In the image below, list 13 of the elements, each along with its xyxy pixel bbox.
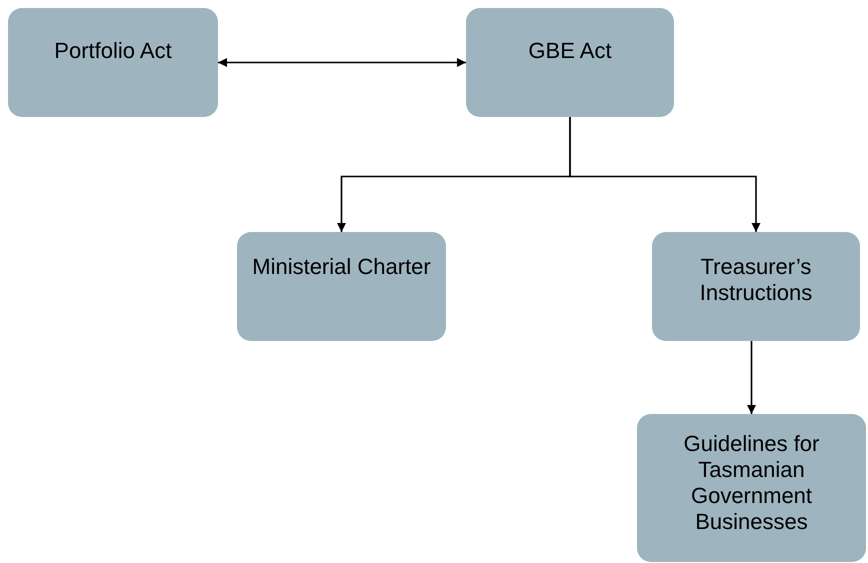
arrow — [218, 58, 466, 67]
box-label: Ministerial Charter — [251, 254, 432, 280]
process-box — [637, 414, 866, 562]
box-label: Portfolio Act — [53, 38, 173, 64]
arrow — [747, 341, 756, 414]
arrow — [569, 117, 760, 232]
process-box — [237, 232, 446, 341]
process-box — [466, 8, 674, 117]
process-box — [8, 8, 218, 117]
process-box — [652, 232, 860, 341]
box-label: Guidelines for Tasmanian Government Businesses — [682, 431, 820, 535]
box-label: GBE Act — [527, 38, 613, 64]
box-label: Treasurer’s Instructions — [698, 254, 814, 306]
